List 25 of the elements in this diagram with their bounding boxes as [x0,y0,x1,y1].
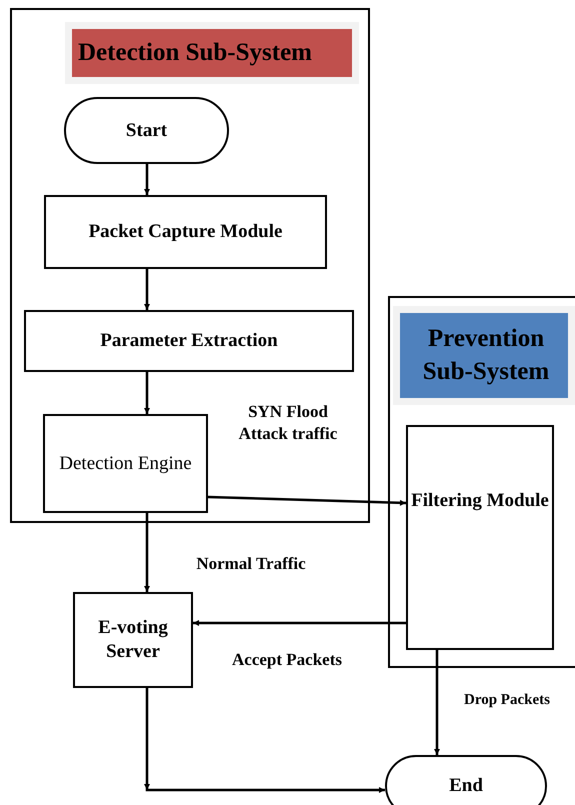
arrow [208,496,406,506]
process-box [44,195,327,269]
node-label: Packet Capture Module [88,220,282,244]
arrow [144,688,385,793]
arrow [434,650,440,755]
node-label: End [449,774,483,798]
process-box [43,414,208,513]
end-terminal [385,755,547,805]
process-box [73,592,193,688]
arrow [144,513,150,592]
node-label: Detection Engine [59,452,192,476]
process-box [24,310,354,372]
node-label: Start [126,118,168,142]
arrow [193,620,406,626]
arrow [144,164,150,195]
section-heading: Prevention Sub-System [400,313,568,398]
node-label: Parameter Extraction [100,329,278,353]
node-label: E-voting Server [97,616,169,664]
process-box [406,425,554,650]
subsystem-container [388,296,575,668]
arrow [144,372,150,414]
arrow [144,269,150,310]
section-heading: Detection Sub-System [72,29,352,77]
subsystem-container [10,8,370,523]
node-label: Filtering Module [411,489,549,513]
